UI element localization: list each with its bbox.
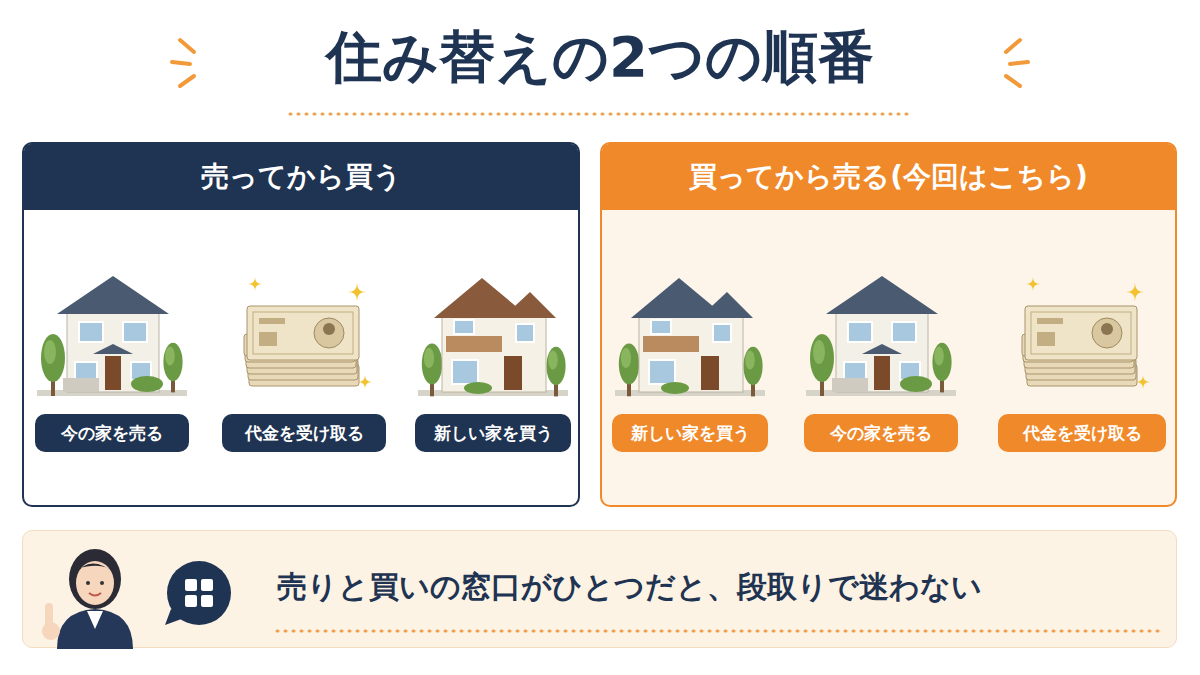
step-column: 代金を受け取る <box>222 254 386 454</box>
house-illustration <box>806 254 956 404</box>
step-column: 新しい家を買う <box>415 254 571 454</box>
new-house-illustration <box>418 254 568 404</box>
chat-icon <box>163 559 235 629</box>
step-column: 代金を受け取る <box>998 254 1166 454</box>
step-picture <box>804 254 958 404</box>
money-illustration <box>1007 254 1157 404</box>
note-banner: 売りと買いの窓口がひとつだと、段取りで迷わない <box>22 530 1177 648</box>
step-picture <box>998 254 1166 404</box>
advisor-illustration <box>37 539 153 649</box>
new-house-illustration <box>615 254 765 404</box>
step-column: 今の家を売る <box>804 254 958 454</box>
step-column: 新しい家を買う <box>612 254 768 454</box>
panel-heading: 買ってから売る(今回はこちら) <box>689 158 1088 196</box>
step-pill: 今の家を売る <box>35 414 189 452</box>
banner-text: 売りと買いの窓口がひとつだと、段取りで迷わない <box>277 567 1167 607</box>
money-illustration <box>229 254 379 404</box>
step-picture <box>612 254 768 404</box>
step-pill: 新しい家を買う <box>612 414 768 452</box>
step-picture <box>35 254 189 404</box>
title-underline <box>290 113 910 116</box>
house-illustration <box>37 254 187 404</box>
step-column: 今の家を売る <box>35 254 189 454</box>
step-pill: 代金を受け取る <box>222 414 386 452</box>
panel-heading: 売ってから買う <box>201 158 402 196</box>
step-picture <box>222 254 386 404</box>
step-pill: 代金を受け取る <box>998 414 1166 452</box>
panel-header: 買ってから売る(今回はこちら) <box>602 144 1175 210</box>
flow-panel: 売ってから買う今の家を売る代金を受け取る新しい家を買う <box>22 142 580 507</box>
step-pill: 今の家を売る <box>804 414 958 452</box>
flow-panel: 買ってから売る(今回はこちら) 新しい家を買う今の家を売る 代金を受け取る <box>600 142 1177 507</box>
diagram-title: 住み替えの2つの順番 <box>0 22 1200 92</box>
banner-underline <box>273 627 1163 635</box>
panel-header: 売ってから買う <box>24 144 578 210</box>
step-picture <box>415 254 571 404</box>
step-pill: 新しい家を買う <box>415 414 571 452</box>
